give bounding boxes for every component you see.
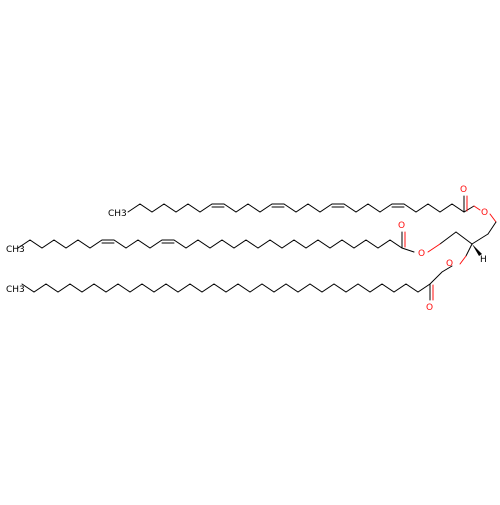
ester3-carbonyl-oxygen: O — [426, 303, 433, 313]
ester1-ether-oxygen: O — [481, 208, 488, 218]
glycerol-backbone — [427, 213, 497, 265]
ester2-ether-oxygen: O — [418, 249, 425, 259]
stereo-hydrogen: H — [480, 255, 487, 265]
acyl-chain-2 — [17, 231, 415, 253]
ester1-carbonyl-oxygen: O — [460, 185, 467, 195]
chain3-terminal-label: CH3 — [6, 285, 25, 295]
chain1-terminal-label: CH3 — [108, 209, 127, 219]
acyl-chain-1 — [127, 195, 481, 213]
ester2-carbonyl-oxygen: O — [398, 221, 405, 231]
acyl-chain-3 — [21, 265, 453, 301]
ester3-ether-oxygen: O — [446, 259, 453, 269]
chain2-terminal-label: CH3 — [6, 245, 25, 255]
